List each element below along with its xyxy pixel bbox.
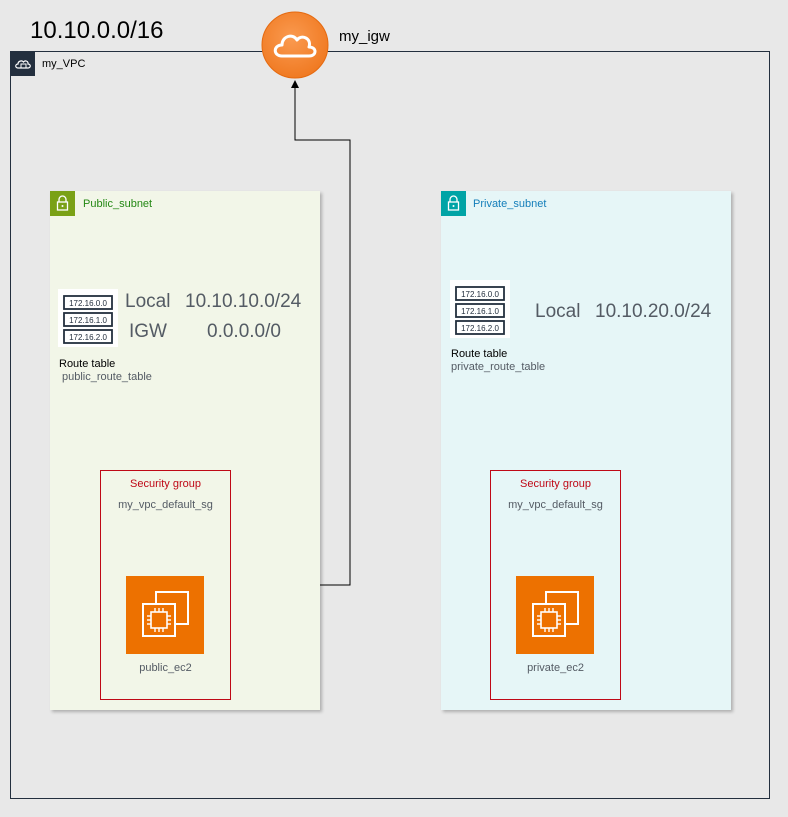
vpc-cloud-icon (11, 52, 35, 76)
private-sg-name: my_vpc_default_sg (508, 499, 603, 511)
rt-row-3: 172.16.2.0 (461, 324, 499, 333)
public-sg-name: my_vpc_default_sg (118, 499, 213, 511)
rt-row-2: 172.16.1.0 (69, 316, 107, 325)
cloud-icon (261, 11, 329, 79)
public-security-group (100, 470, 231, 700)
private-route-1-dest: 10.10.20.0/24 (595, 301, 712, 322)
lock-icon (441, 191, 466, 216)
private-subnet-title: Private_subnet (473, 198, 547, 210)
route-table-icon: 172.16.0.0 172.16.1.0 172.16.2.0 (450, 280, 510, 338)
rt-row-2: 172.16.1.0 (461, 307, 499, 316)
public-route-table-label: Route table (59, 358, 116, 370)
public-route-2-target: IGW (129, 321, 167, 342)
vpc-cidr-label: 10.10.0.0/16 (30, 17, 164, 44)
ec2-instance-icon (126, 576, 204, 654)
ec2-instance-icon (516, 576, 594, 654)
public-subnet-title: Public_subnet (83, 198, 153, 210)
private-sg-title: Security group (520, 478, 591, 490)
public-route-2-dest: 0.0.0.0/0 (207, 321, 281, 342)
public-ec2-name: public_ec2 (139, 662, 192, 674)
rt-row-3: 172.16.2.0 (69, 333, 107, 342)
public-route-table-name: public_route_table (62, 371, 152, 383)
public-route-1-target: Local (125, 291, 171, 312)
igw-name-label: my_igw (339, 28, 390, 45)
private-security-group (490, 470, 621, 700)
public-route-1-dest: 10.10.10.0/24 (185, 291, 302, 312)
private-route-table-label: Route table (451, 348, 508, 360)
vpc-name-label: my_VPC (42, 58, 86, 70)
route-table-icon: 172.16.0.0 172.16.1.0 172.16.2.0 (58, 289, 118, 347)
igw-node (260, 10, 330, 80)
rt-row-1: 172.16.0.0 (461, 290, 499, 299)
lock-icon (50, 191, 75, 216)
private-route-1-target: Local (535, 301, 581, 322)
private-ec2-name: private_ec2 (527, 662, 584, 674)
public-sg-title: Security group (130, 478, 201, 490)
rt-row-1: 172.16.0.0 (69, 299, 107, 308)
private-route-table-name: private_route_table (451, 361, 546, 373)
vpc-container (10, 51, 770, 799)
